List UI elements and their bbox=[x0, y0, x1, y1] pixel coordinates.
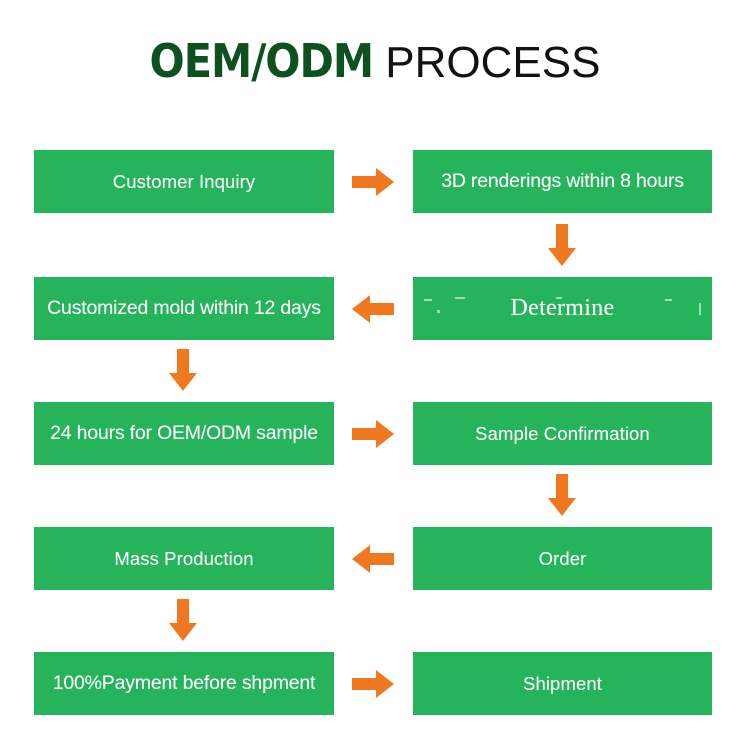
flow-row-3: 24 hours for OEM/ODM sample Sample Confi… bbox=[0, 402, 750, 465]
process-box-shipment[interactable]: Shipment bbox=[413, 652, 712, 715]
process-box-3d-renderings[interactable]: 3D renderings within 8 hours bbox=[413, 150, 712, 213]
flow-row-2: Customized mold within 12 days Determine bbox=[0, 277, 750, 340]
flow-row-5: 100%Payment before shpment Shipment bbox=[0, 652, 750, 715]
arrow-down-icon bbox=[166, 347, 200, 393]
process-box-sample-confirmation[interactable]: Sample Confirmation bbox=[413, 402, 712, 465]
arrow-left-icon bbox=[350, 292, 396, 326]
process-box-customized-mold[interactable]: Customized mold within 12 days bbox=[34, 277, 334, 340]
flow-row-1: Customer Inquiry 3D renderings within 8 … bbox=[0, 150, 750, 213]
page-title-suffix: PROCESS bbox=[373, 38, 601, 87]
page-title: OEM/ODM PROCESS bbox=[0, 33, 750, 91]
process-box-24-hours-sample[interactable]: 24 hours for OEM/ODM sample bbox=[34, 402, 334, 465]
arrow-right-icon bbox=[350, 417, 396, 451]
process-box-payment[interactable]: 100%Payment before shpment bbox=[34, 652, 334, 715]
arrow-down-icon bbox=[545, 472, 579, 518]
arrow-down-icon bbox=[166, 597, 200, 643]
arrow-left-icon bbox=[350, 542, 396, 576]
arrow-down-icon bbox=[545, 222, 579, 268]
process-box-order[interactable]: Order bbox=[413, 527, 712, 590]
arrow-right-icon bbox=[350, 667, 396, 701]
process-box-mass-production[interactable]: Mass Production bbox=[34, 527, 334, 590]
page-title-brand: OEM/ODM bbox=[149, 34, 374, 88]
flow-row-4: Mass Production Order bbox=[0, 527, 750, 590]
process-box-customer-inquiry[interactable]: Customer Inquiry bbox=[34, 150, 334, 213]
arrow-right-icon bbox=[350, 165, 396, 199]
process-box-determine[interactable]: Determine bbox=[413, 277, 712, 340]
